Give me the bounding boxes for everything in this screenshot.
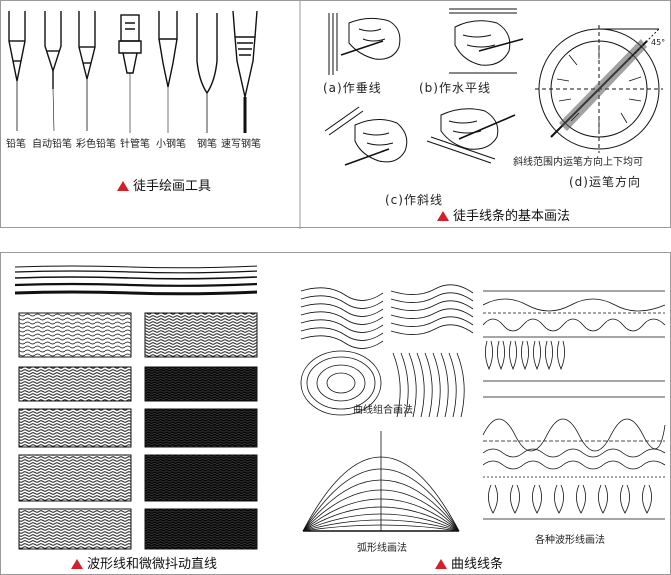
drawing-tools-panel: 铅笔 自动铅笔 彩色铅笔 针管笔 小钢笔 钢笔 速写钢笔 徒手绘画工具 (a)作…	[0, 0, 671, 229]
tool-label-sketch-pen: 速写钢笔	[221, 139, 261, 150]
basics-caption: 徒手线条的基本画法	[437, 209, 570, 225]
wave-lines-label: 各种波形线画法	[535, 535, 605, 546]
tools-caption: 徒手绘画工具	[117, 179, 211, 195]
hand-horizontal-illustration	[449, 8, 524, 74]
red-triangle-icon	[435, 559, 447, 569]
wavy-caption: 波形线和微微抖动直线	[71, 557, 217, 573]
label-diagonal-line: (c)作斜线	[385, 193, 443, 207]
tools-divider	[299, 1, 301, 229]
hand-diagonal-illustration	[324, 106, 408, 166]
hand-diagonal-2-illustration	[426, 108, 516, 164]
label-vertical-line: (a)作垂线	[323, 81, 382, 95]
wavy-texture-blocks	[18, 312, 258, 550]
label-stroke-direction: (d)运笔方向	[569, 175, 641, 189]
hand-vertical-illustration	[328, 13, 401, 75]
curve-combination-label: 曲线组合画法	[353, 405, 413, 416]
wavy-straight-lines	[14, 265, 258, 296]
tool-label-mechanical-pencil: 自动铅笔	[32, 139, 72, 150]
tool-label-small-pen: 小钢笔	[156, 139, 186, 150]
arc-lines-illustration	[302, 431, 460, 532]
tool-label-needle-pen: 针管笔	[120, 139, 150, 150]
pen-tools-illustration	[8, 10, 258, 133]
curve-combination-grid	[300, 284, 474, 418]
tool-label-colored-pencil: 彩色铅笔	[76, 139, 116, 150]
red-triangle-icon	[437, 211, 449, 221]
tool-label-pencil: 铅笔	[6, 139, 26, 150]
arc-lines-label: 弧形线画法	[357, 543, 407, 554]
stroke-range-note: 斜线范围内运笔方向上下均可	[513, 157, 643, 168]
tool-label-fountain-pen: 钢笔	[197, 139, 217, 150]
wave-lines-illustration	[482, 290, 666, 520]
curve-lines-panel: 波形线和微微抖动直线 曲线组合画法	[0, 252, 671, 575]
red-triangle-icon	[71, 559, 83, 569]
angle-label: 45°	[651, 38, 666, 47]
red-triangle-icon	[117, 181, 129, 191]
label-horizontal-line: (b)作水平线	[419, 81, 491, 95]
stroke-direction-dial	[535, 25, 663, 153]
curves-caption: 曲线线条	[435, 557, 503, 573]
